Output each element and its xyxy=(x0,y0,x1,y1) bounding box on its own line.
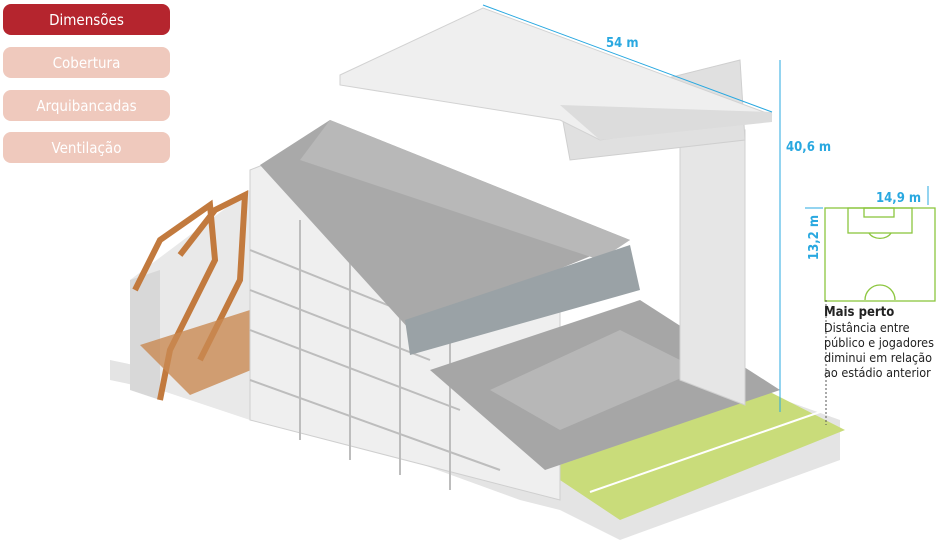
note-text: Distância entre público e jogadores dimi… xyxy=(824,320,934,380)
height-label: 40,6 m xyxy=(786,140,832,155)
note: Mais perto Distância entre público e jog… xyxy=(824,305,939,380)
tab-cobertura[interactable]: Cobertura xyxy=(3,47,170,78)
end-distance-label: 13,2 m xyxy=(807,214,823,261)
side-distance-label: 14,9 m xyxy=(876,191,922,206)
tab-dimensoes[interactable]: Dimensões xyxy=(3,4,170,35)
tab-ventilacao[interactable]: Ventilação xyxy=(3,132,170,163)
dimension-lines xyxy=(482,4,929,412)
note-title: Mais perto xyxy=(824,305,895,320)
tab-arquibancadas[interactable]: Arquibancadas xyxy=(3,90,170,121)
field-diagram xyxy=(824,207,936,302)
roof-width-label: 54 m xyxy=(606,36,639,51)
